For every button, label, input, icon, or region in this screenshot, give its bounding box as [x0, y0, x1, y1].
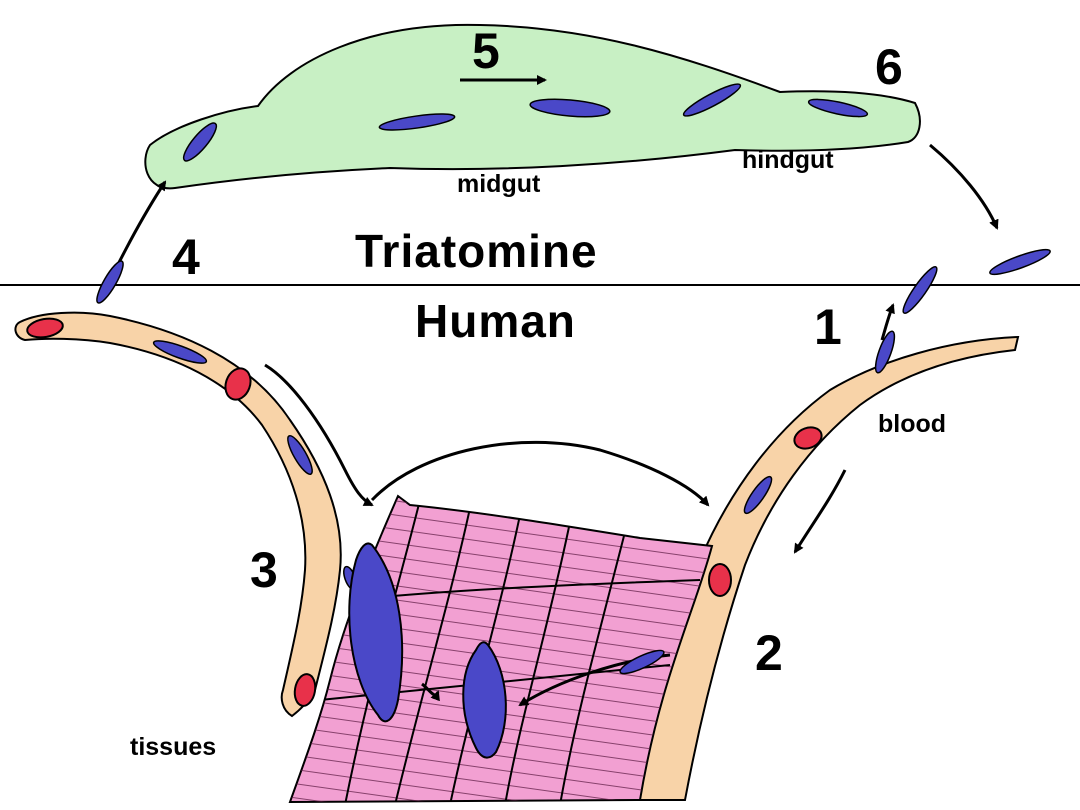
left-blood-vessel	[14, 311, 342, 718]
stage-5-label: 5	[472, 23, 500, 79]
stage-6-label: 6	[875, 39, 903, 95]
trypanosome	[989, 248, 1051, 276]
trypanosome	[743, 475, 773, 515]
midgut-label: midgut	[457, 170, 541, 198]
stage-2-label: 2	[755, 625, 783, 681]
tissues-label: tissues	[130, 733, 217, 761]
amastigote-nest-small	[462, 641, 507, 759]
blood-label: blood	[878, 410, 947, 438]
trypanosome	[96, 260, 124, 304]
trypanosome	[287, 434, 313, 476]
muscle-fiber-line	[394, 507, 471, 802]
muscle-fiber-line	[504, 521, 571, 802]
red-blood-cell	[224, 367, 252, 401]
trypanosome	[182, 122, 218, 162]
trypanosome	[529, 98, 611, 118]
triatomine-label: Triatomine	[355, 225, 598, 277]
red-blood-cell	[708, 563, 732, 597]
trypanosome	[152, 340, 208, 364]
red-blood-cell	[26, 317, 64, 339]
trypanosome	[807, 98, 869, 118]
cycle-arrow	[264, 363, 374, 507]
stage-3-label: 3	[250, 542, 278, 598]
stage-1-label: 1	[814, 299, 842, 355]
amastigote-nests	[348, 542, 507, 759]
red-blood-cell	[293, 673, 317, 707]
cycle-arrow	[793, 469, 847, 554]
cycle-arrow	[421, 682, 440, 702]
stage-4-label: 4	[172, 229, 200, 285]
cycle-arrow	[370, 440, 710, 507]
red-blood-cells	[26, 317, 823, 707]
cycle-arrow	[880, 303, 895, 341]
trypanosome	[619, 649, 665, 675]
human-label: Human	[415, 295, 576, 347]
hindgut-label: hindgut	[742, 146, 834, 174]
trypanosome	[682, 83, 742, 117]
red-blood-cell	[793, 426, 823, 450]
cycle-arrow	[929, 143, 999, 230]
trypanosome	[902, 266, 938, 314]
trypanosome	[378, 113, 456, 131]
trypanosome	[874, 330, 896, 374]
amastigote-nest-large	[348, 542, 404, 723]
